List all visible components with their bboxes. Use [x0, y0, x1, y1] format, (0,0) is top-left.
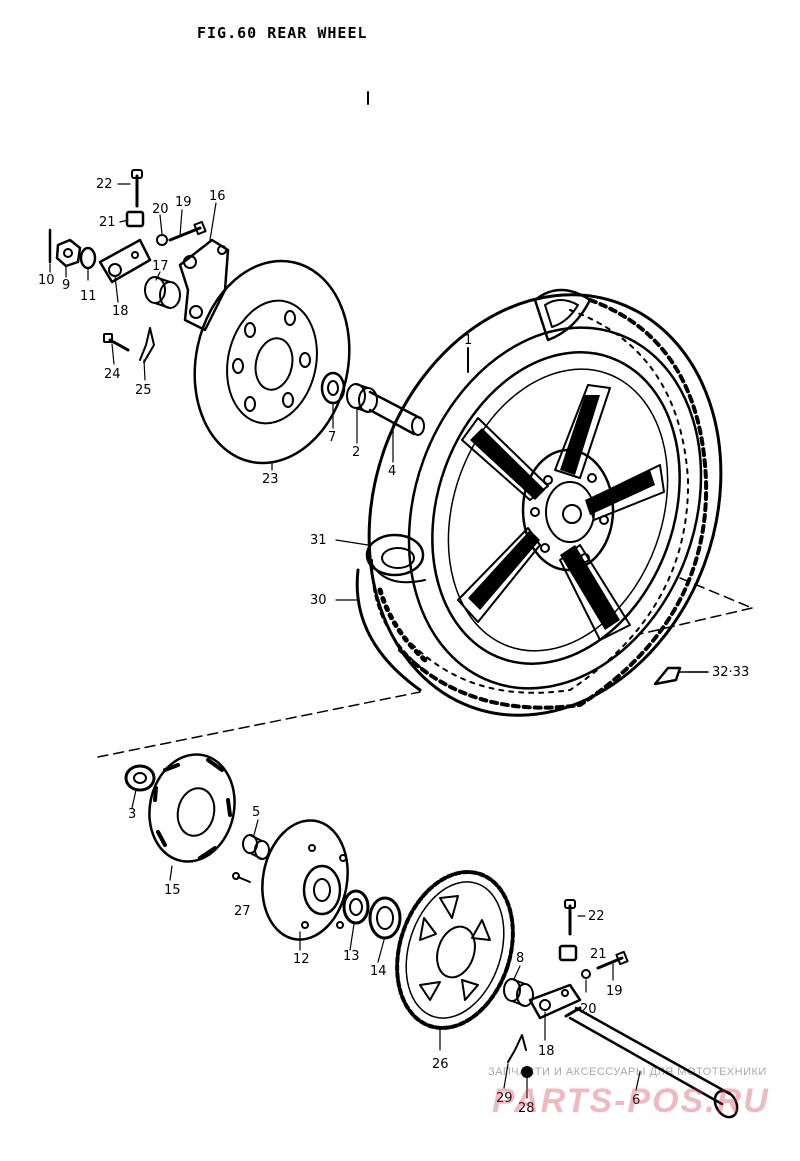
callout-label: 5 — [252, 805, 261, 820]
callout-label: 11 — [80, 289, 97, 304]
tube-section-top — [533, 288, 592, 342]
spacer-4 — [368, 390, 425, 436]
callout-label: 18 — [112, 304, 129, 319]
callout-label: 6 — [632, 1093, 641, 1108]
brake-disc-23 — [193, 259, 351, 465]
spokes — [468, 395, 655, 630]
callout-label: 20 — [580, 1002, 597, 1017]
bolt-22-top — [131, 169, 143, 208]
oil-seal-14 — [368, 896, 402, 940]
bolt-19-lower — [596, 950, 629, 970]
caliper-bracket-16 — [178, 238, 230, 332]
cotter-29 — [507, 1034, 527, 1063]
bearing-13 — [342, 889, 370, 925]
callout-label: 7 — [328, 430, 337, 445]
wheel-assembly — [367, 293, 723, 717]
tire-section-30 — [355, 559, 431, 692]
spoke-outlines — [457, 384, 665, 641]
callout-label: 19 — [175, 195, 192, 210]
callout-label: 1 — [464, 333, 473, 348]
rear-sprocket-26 — [395, 870, 515, 1030]
callout-label: 12 — [293, 952, 310, 967]
axle-nut-9 — [55, 238, 82, 268]
tire-inner — [407, 326, 703, 690]
damper-15 — [148, 753, 236, 863]
chain-adjuster-18-top — [98, 238, 152, 284]
figure-title: FIG.60 REAR WHEEL — [197, 24, 368, 42]
callout-label: 9 — [62, 278, 71, 293]
callout-label: 21 — [99, 215, 116, 230]
callout-label: 22 — [96, 177, 113, 192]
valve-32-33 — [653, 666, 709, 686]
adjuster-21-top — [125, 210, 145, 228]
tube-section-31 — [365, 533, 426, 584]
callout-label: 28 — [518, 1101, 535, 1116]
callout-label: 17 — [152, 259, 169, 274]
callout-label: 2 — [352, 445, 361, 460]
bolt-19-top — [168, 220, 207, 242]
nut-28 — [521, 1066, 533, 1078]
bolt-22-lower — [564, 899, 576, 936]
callout-label: 24 — [104, 367, 121, 382]
adjuster-21-lower — [558, 944, 578, 962]
cotter-25 — [139, 327, 155, 363]
divider-lines — [97, 577, 753, 758]
callout-label: 23 — [262, 472, 279, 487]
callout-label: 13 — [343, 949, 360, 964]
washer-11 — [79, 246, 97, 270]
rim-inner — [447, 368, 669, 652]
callout-label: 29 — [496, 1091, 513, 1106]
spacer-8 — [503, 978, 534, 1007]
hub-center — [562, 504, 582, 524]
leader-lines — [49, 183, 709, 1099]
tire-tread — [398, 298, 709, 710]
bearing-3 — [124, 764, 156, 792]
rim — [431, 351, 681, 665]
collar-17 — [144, 276, 181, 309]
chain-adjuster-18-lower — [528, 983, 582, 1020]
callout-label: 10 — [38, 273, 55, 288]
hub-bolt-holes — [530, 473, 609, 563]
screw-27 — [232, 872, 251, 883]
axle-6 — [564, 1006, 739, 1119]
callout-label: 27 — [234, 904, 251, 919]
callout-label: 21 — [590, 947, 607, 962]
bolt-24 — [103, 333, 130, 352]
bearing-2 — [346, 383, 378, 413]
callout-label: 18 — [538, 1044, 555, 1059]
bearing-7 — [320, 371, 346, 405]
callout-label: 30 — [310, 593, 327, 608]
callout-label: 22 — [588, 909, 605, 924]
callout-label: 31 — [310, 533, 327, 548]
callout-label: 14 — [370, 964, 387, 979]
callout-label: 19 — [606, 984, 623, 999]
callout-label: 26 — [432, 1057, 449, 1072]
hub-inner — [545, 481, 595, 543]
watermark-tagline: ЗАПЧАСТИ И АКСЕССУАРЫ ДЛЯ МОТОТЕХНИКИ — [488, 1066, 767, 1078]
callout-label: 16 — [209, 189, 226, 204]
callout-label: 20 — [152, 202, 169, 217]
disc-holes — [232, 310, 311, 412]
sprocket-drum-12 — [261, 819, 349, 941]
tire-tread-inner — [407, 309, 690, 694]
washer-20-top — [156, 234, 168, 246]
collar-5 — [242, 834, 270, 860]
hub-flange — [521, 448, 615, 572]
callout-label: 15 — [164, 883, 181, 898]
callout-label: 8 — [516, 951, 525, 966]
callout-label: 25 — [135, 383, 152, 398]
callout-label: 3 — [128, 807, 137, 822]
tire-outer — [367, 293, 723, 717]
washer-20-lower — [581, 969, 591, 979]
callout-label: 4 — [388, 464, 397, 479]
watermark-logo: PARTS-POS.RU — [492, 1082, 770, 1120]
callout-label: 32·33 — [712, 665, 750, 680]
